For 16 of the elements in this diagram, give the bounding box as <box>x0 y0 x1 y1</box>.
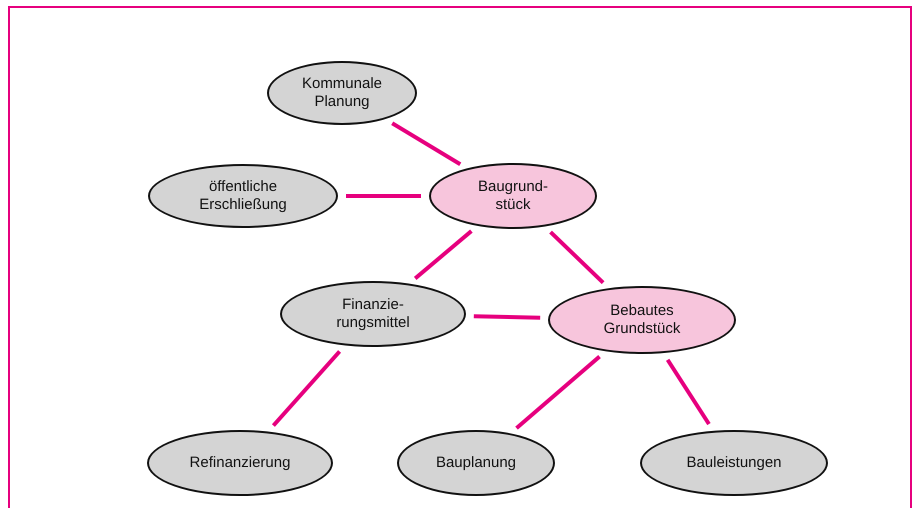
connector-line <box>414 230 473 280</box>
node-label: Bebautes Grundstück <box>602 302 682 338</box>
connector-line <box>549 230 605 284</box>
connector-line <box>272 350 342 427</box>
node-label: Bauleistungen <box>686 454 782 472</box>
node-label: öffentliche Erschließung <box>198 178 288 214</box>
node-label: Bauplanung <box>436 454 516 472</box>
node-label: Kommunale Planung <box>300 75 384 111</box>
connector-line <box>391 122 462 166</box>
connector-line <box>474 314 540 320</box>
node-label: Finanzie- rungsmittel <box>335 296 411 332</box>
node-label: Refinanzierung <box>190 454 290 472</box>
connector-line <box>346 194 421 198</box>
node-label: Baugrund- stück <box>476 178 550 214</box>
connector-line <box>666 358 711 426</box>
connector-line <box>515 355 601 430</box>
